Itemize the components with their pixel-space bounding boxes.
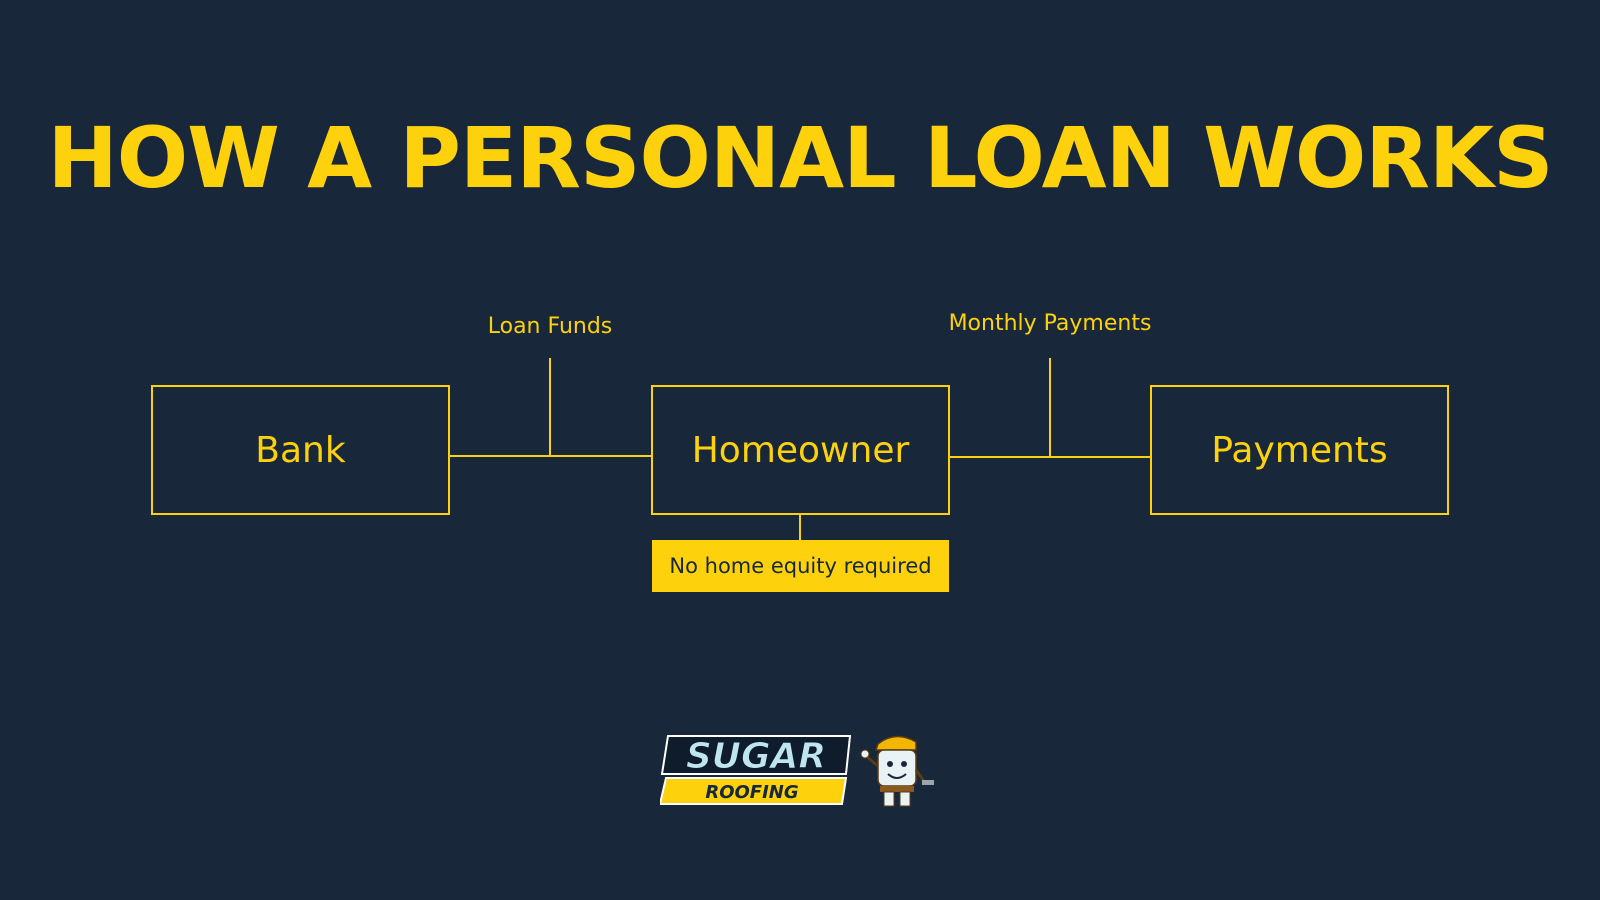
logo-word-sugar: SUGAR: [686, 736, 826, 777]
node-homeowner: Homeowner: [651, 385, 950, 515]
note-label: No home equity required: [669, 554, 932, 578]
note-no-home-equity: No home equity required: [652, 540, 949, 592]
logo-wordmark: SUGAR ROOFING: [660, 735, 852, 805]
page-title: HOW A PERSONAL LOAN WORKS: [47, 109, 1553, 207]
edge-label-loan-funds: Loan Funds: [487, 314, 613, 339]
node-payments-label: Payments: [1211, 429, 1388, 471]
node-bank-label: Bank: [255, 429, 346, 471]
node-bank: Bank: [151, 385, 450, 515]
edge-label-monthly-payments: Monthly Payments: [948, 311, 1152, 336]
sugar-roofing-logo: SUGAR ROOFING: [660, 735, 934, 807]
logo-word-roofing: ROOFING: [705, 782, 798, 803]
sugar-cube-mascot-icon: [860, 735, 934, 807]
node-payments: Payments: [1150, 385, 1449, 515]
node-homeowner-label: Homeowner: [691, 429, 910, 471]
